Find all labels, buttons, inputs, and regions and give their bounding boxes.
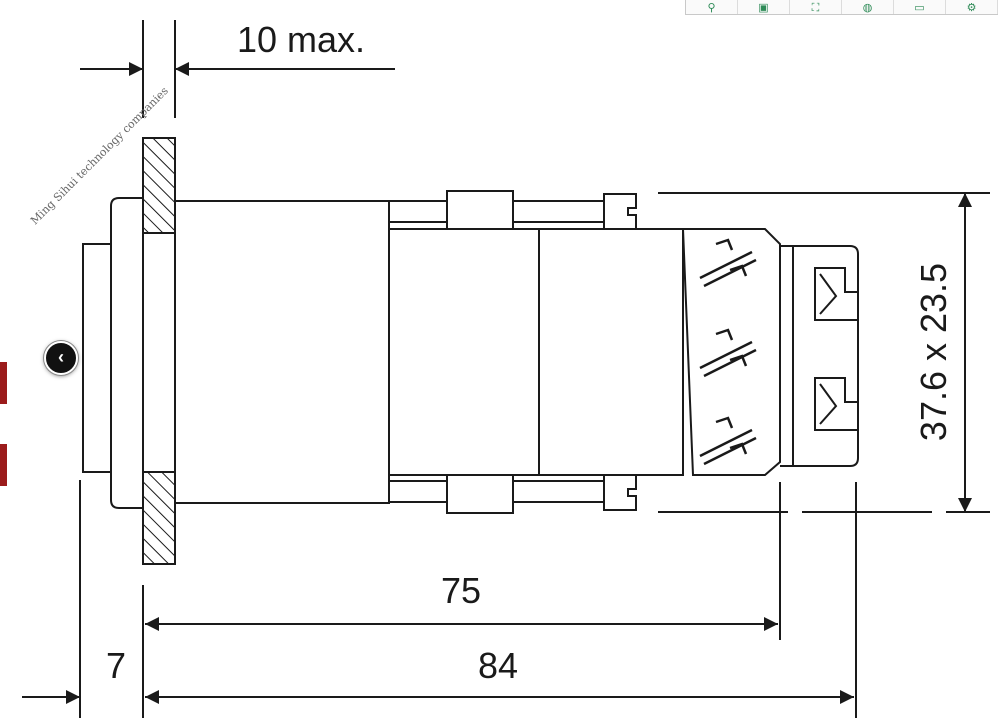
previous-image-button[interactable]: ‹ (44, 341, 78, 375)
panel-lower-hatch (142, 471, 176, 565)
terminal-cover (780, 245, 859, 467)
window-icon[interactable]: ▭ (894, 0, 946, 14)
bezel-flange (110, 197, 144, 509)
lower-latch (603, 474, 637, 511)
upper-latch (603, 193, 637, 230)
screw-symbols (699, 238, 757, 466)
upper-clip (446, 190, 514, 230)
terminal-screw-lower (814, 377, 859, 431)
main-body (174, 200, 390, 504)
contact-block-1 (388, 228, 540, 476)
lower-clip (446, 474, 514, 514)
dim-label-75: 75 (441, 570, 481, 611)
dimension-lines (22, 20, 990, 718)
contact-block-2 (538, 228, 684, 476)
left-edge-tab (0, 444, 7, 486)
fullscreen-icon[interactable]: ⛶ (790, 0, 842, 14)
viewer-toolbar: ⚲ ▣ ⛶ ◍ ▭ ⚙ (685, 0, 998, 15)
zoom-icon[interactable]: ⚲ (686, 0, 738, 14)
dim-label-panel-max: 10 max. (237, 19, 365, 60)
dim-label-body-size: 37.6 x 23.5 (913, 263, 954, 441)
dim-label-7: 7 (106, 645, 126, 686)
settings-icon[interactable]: ⚙ (946, 0, 998, 14)
dim-label-84: 84 (478, 645, 518, 686)
device-outline (82, 137, 859, 565)
terminal-block (681, 228, 781, 476)
terminal-screw-upper (814, 267, 859, 321)
push-button-face (82, 243, 112, 473)
panel-upper-hatch (142, 137, 176, 234)
globe-icon[interactable]: ◍ (842, 0, 894, 14)
save-icon[interactable]: ▣ (738, 0, 790, 14)
left-edge-tab (0, 362, 7, 404)
